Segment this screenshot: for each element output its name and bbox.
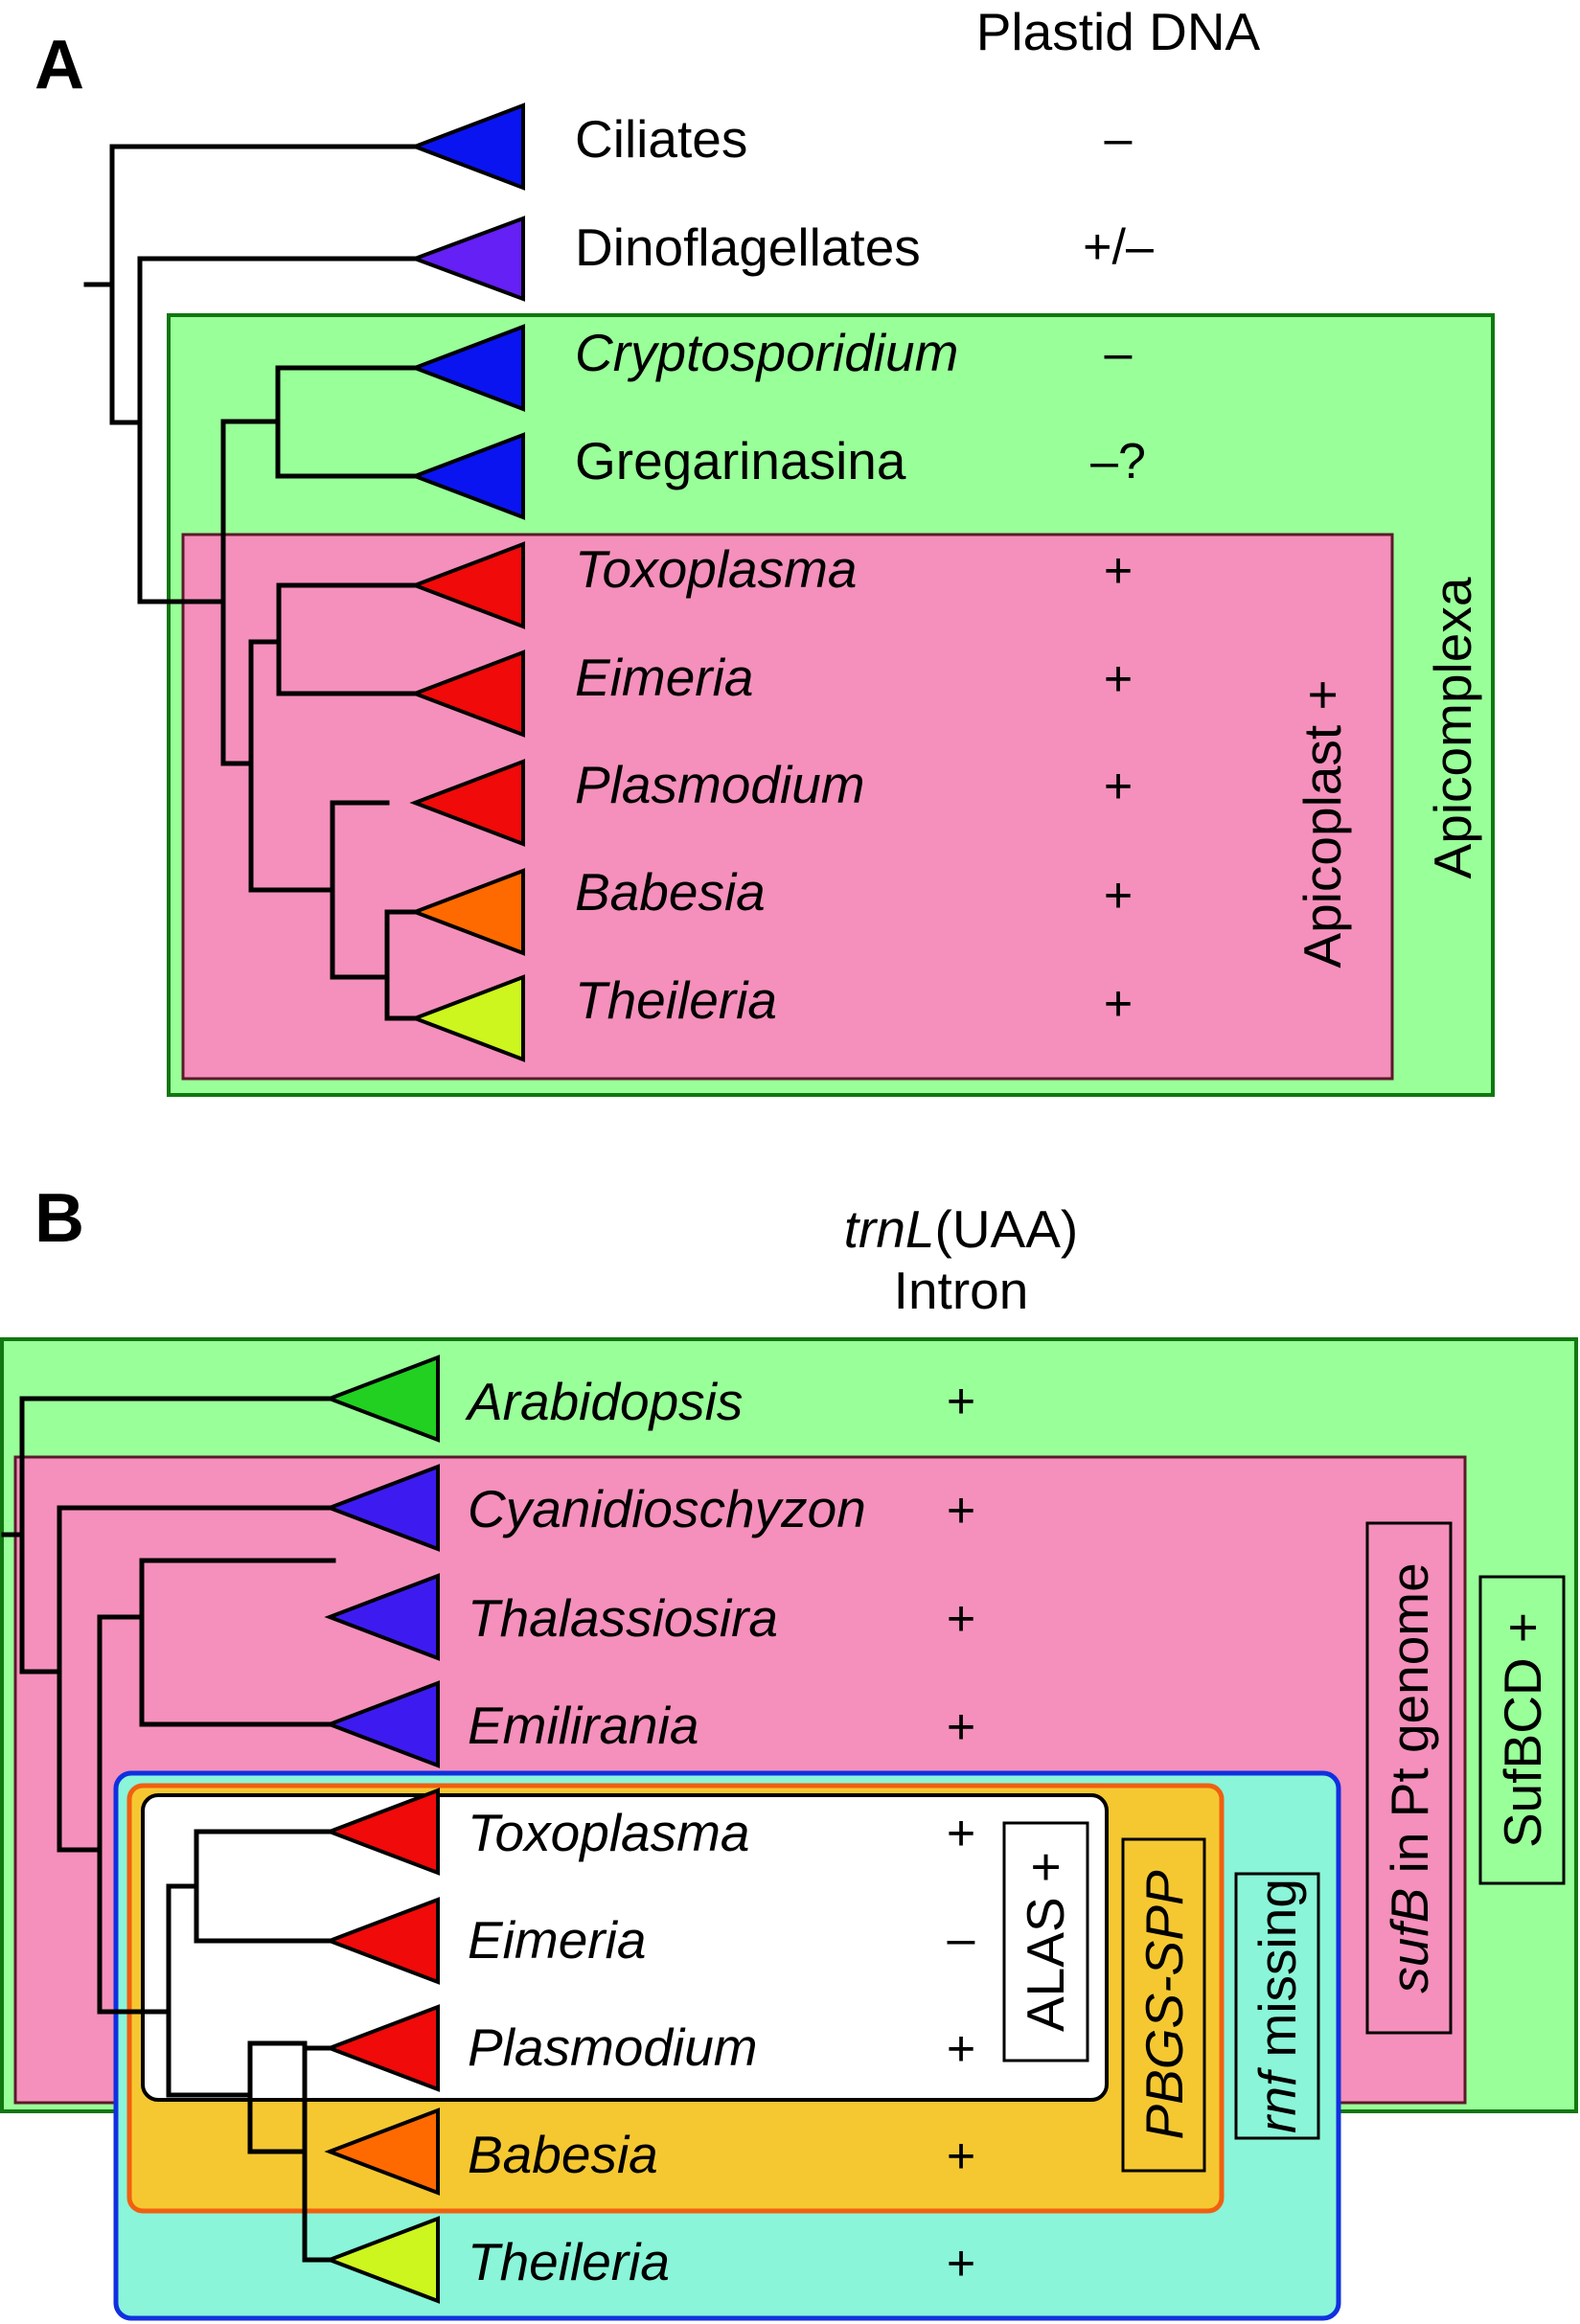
taxon-label: Eimeria: [468, 1910, 646, 1970]
clade-triangle: [324, 1897, 440, 1985]
clade-triangle: [409, 432, 525, 520]
panel-b-column-header: trnL(UAA): [844, 1199, 1079, 1259]
clade-triangle: [324, 2108, 440, 2196]
a-node7: [330, 800, 390, 980]
b-node7: [247, 2040, 308, 2154]
clade-triangle: [324, 1573, 440, 1661]
trnl-gene-name: trnL: [844, 1199, 935, 1259]
plastid-mark: +: [1104, 759, 1133, 814]
taxon-label: Theileria: [575, 970, 777, 1030]
taxon-label: Cryptosporidium: [575, 323, 958, 382]
taxon-label: Ciliates: [575, 109, 747, 169]
b-node4: [139, 1558, 336, 1727]
taxon-label: Eimeria: [575, 648, 753, 707]
clade-triangle: [409, 868, 525, 956]
alas-label: ALAS +: [1016, 1852, 1075, 2032]
clade-triangle: [409, 649, 525, 738]
a-node4: [275, 365, 422, 479]
apicoplast-label: Apicoplast +: [1293, 679, 1352, 968]
clade-triangle: [324, 2004, 440, 2092]
panel-b-column-header-line2: Intron: [894, 1261, 1029, 1320]
pbgs-label-frame: [1121, 1837, 1206, 2173]
rnf-label: rnf missing: [1248, 1879, 1307, 2133]
plastid-mark: –: [1105, 111, 1133, 167]
intron-mark: +: [947, 1699, 975, 1755]
sufb-label: sufB in Pt genome: [1380, 1562, 1439, 1993]
b-node1: [19, 1396, 336, 1675]
plastid-mark: +: [1104, 868, 1133, 923]
intron-mark: +: [947, 1591, 975, 1647]
taxon-label: Emilirania: [468, 1696, 698, 1755]
panel-b: B trnL(UAA) Intron Ar: [0, 1180, 1578, 2321]
sufb-gene-name: sufB: [1380, 1888, 1439, 1994]
panel-a-column-header: Plastid DNA: [976, 2, 1261, 61]
intron-mark: +: [947, 2236, 975, 2291]
taxon-label: Thalassiosira: [468, 1588, 778, 1648]
pbgs-label: PBGS-SPP: [1134, 1870, 1194, 2140]
alas-label-frame: [1002, 1821, 1089, 2062]
taxon-label: Babesia: [575, 862, 766, 922]
intron-mark: +: [947, 2021, 975, 2077]
plastid-mark: +: [1104, 543, 1133, 599]
panel-a-letter: A: [34, 27, 84, 103]
b-node3: [97, 1614, 172, 2015]
plastid-mark: +/–: [1083, 219, 1154, 275]
intron-mark: +: [947, 1483, 975, 1538]
a-node6: [276, 582, 422, 696]
rnf-gene-name: rnf: [1248, 2066, 1307, 2133]
sufb-label-frame: [1365, 1521, 1453, 2035]
taxon-label: Cyanidioschyzon: [468, 1479, 866, 1538]
clade-triangle: [409, 759, 525, 847]
intron-mark: +: [947, 2129, 975, 2184]
taxon-label: Theileria: [468, 2232, 670, 2291]
taxon-label: Arabidopsis: [465, 1372, 743, 1431]
a-node2: [137, 256, 422, 604]
intron-mark: +: [947, 1374, 975, 1429]
taxon-label: Plasmodium: [575, 755, 865, 814]
panel-a: A Plastid DNA Ciliates Dinoflagellat: [34, 2, 1495, 1097]
clade-triangle: [324, 1355, 440, 1443]
panel-b-letter: B: [34, 1180, 84, 1257]
clade-triangle: [409, 103, 525, 191]
clade-triangle: [409, 541, 525, 629]
taxon-label: Toxoplasma: [575, 539, 858, 599]
taxon-label: Plasmodium: [468, 2017, 758, 2077]
taxon-label: Toxoplasma: [468, 1803, 750, 1862]
b-node6: [194, 1829, 336, 1944]
taxon-label: Babesia: [468, 2125, 658, 2184]
panel-a-tree: [83, 144, 422, 1021]
a-node1: [109, 144, 422, 425]
clade-triangle: [324, 1464, 440, 1552]
sufb-label-rest: in Pt genome: [1380, 1562, 1439, 1887]
plastid-mark: –: [1105, 326, 1133, 381]
apicomplexa-label: Apicomplexa: [1423, 577, 1482, 878]
taxon-label: Dinoflagellates: [575, 217, 921, 277]
plastid-mark: –?: [1090, 434, 1146, 490]
b-node2: [57, 1505, 336, 1853]
taxon-label: Gregarinasina: [575, 431, 906, 490]
apicoplast-box: [181, 533, 1394, 1081]
clade-triangle: [324, 1680, 440, 1768]
rnf-label-frame: [1234, 1872, 1320, 2140]
plastid-mark: +: [1104, 651, 1133, 707]
intron-mark: –: [948, 1911, 975, 1967]
sufbcd-label: SufBCD +: [1493, 1612, 1552, 1848]
b-node5: [166, 1883, 253, 2098]
clade-triangle: [409, 216, 525, 302]
clade-triangle: [324, 2216, 440, 2304]
rnf-label-rest: missing: [1248, 1879, 1307, 2072]
a-node5: [248, 639, 335, 893]
clade-triangle: [409, 324, 525, 412]
clade-triangle: [409, 974, 525, 1062]
trnl-suffix: (UAA): [935, 1199, 1079, 1259]
panel-b-tree: [1, 1396, 336, 2263]
sufbcd-label-frame: [1478, 1575, 1566, 1885]
a-node3: [220, 419, 281, 766]
clade-triangle: [324, 1788, 440, 1876]
intron-mark: +: [947, 1806, 975, 1861]
plastid-mark: +: [1104, 976, 1133, 1032]
alas-box: [141, 1793, 1109, 2102]
